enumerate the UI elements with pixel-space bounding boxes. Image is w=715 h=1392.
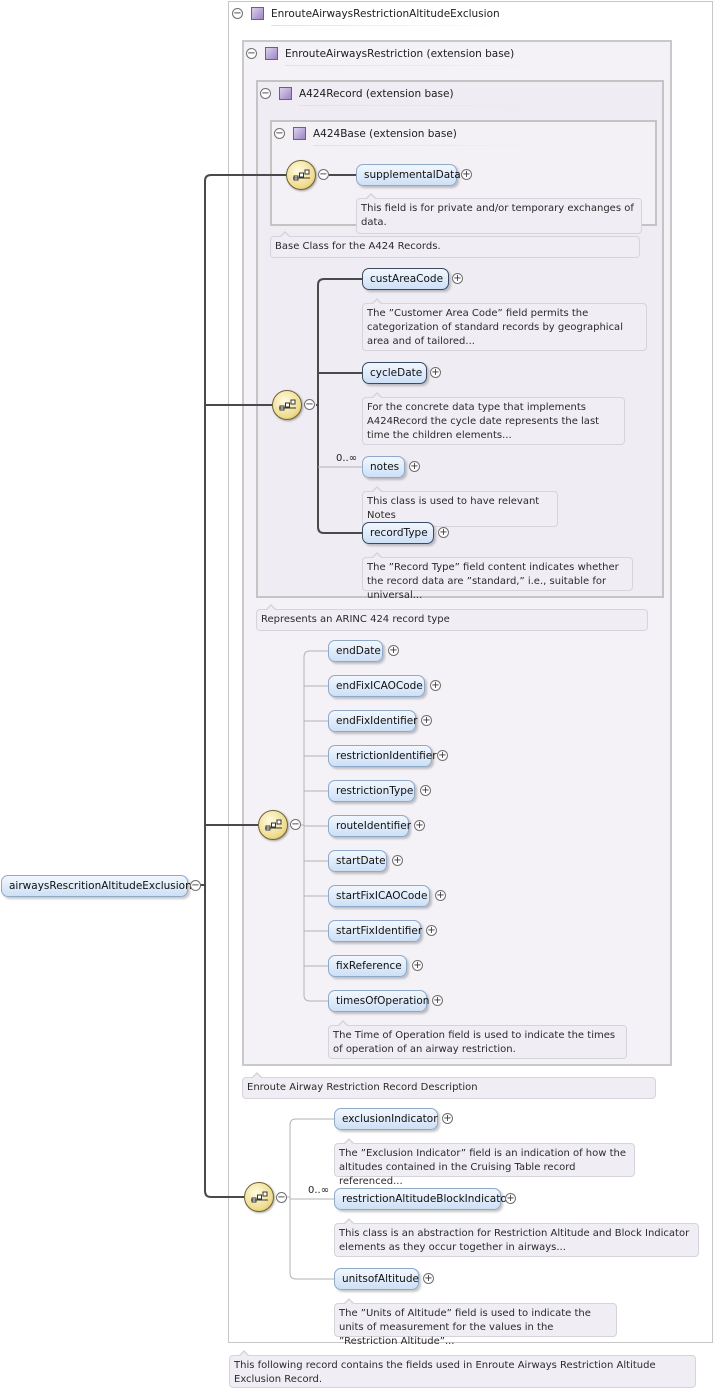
expand-icon[interactable]: + xyxy=(426,925,437,936)
header-underline xyxy=(299,105,559,106)
collapse-icon[interactable]: − xyxy=(246,48,257,59)
sequence-compositor-icon[interactable] xyxy=(258,810,288,840)
type-title: A424Base (extension base) xyxy=(313,128,457,140)
expand-icon[interactable]: + xyxy=(505,1193,516,1204)
annotation-cycle-date: For the concrete data type that implemen… xyxy=(362,392,625,445)
element-start-fix-identifier[interactable]: startFixIdentifier xyxy=(328,920,422,942)
type-title: EnrouteAirwaysRestrictionAltitudeExclusi… xyxy=(271,8,500,20)
type-title: EnrouteAirwaysRestriction (extension bas… xyxy=(285,48,515,60)
collapse-icon[interactable]: − xyxy=(290,819,301,830)
element-end-date[interactable]: endDate xyxy=(328,640,383,662)
collapse-icon[interactable]: − xyxy=(190,880,201,891)
element-route-identifier[interactable]: routeIdentifier xyxy=(328,815,411,837)
element-cycle-date[interactable]: cycleDate xyxy=(362,362,427,384)
element-restriction-altitude-block-indicator[interactable]: restrictionAltitudeBlockIndicator xyxy=(334,1188,511,1210)
element-times-of-operation[interactable]: timesOfOperation xyxy=(328,990,429,1012)
annotation-exclusion-indicator: The ”Exclusion Indicator” field is an in… xyxy=(334,1138,635,1187)
annotation-cust-area-code: The ”Customer Area Code” field permits t… xyxy=(362,298,647,351)
header-underline xyxy=(285,65,565,66)
root-element-airways-restriction-altitude-exclusion[interactable]: airwaysRescritionAltitudeExclusion xyxy=(1,875,192,897)
type-header-level4[interactable]: − A424Base (extension base) xyxy=(274,126,634,146)
annotation-times-of-operation: The Time of Operation field is used to i… xyxy=(328,1020,627,1059)
type-header-level3[interactable]: − A424Record (extension base) xyxy=(260,86,640,106)
collapse-icon[interactable]: − xyxy=(304,399,315,410)
expand-icon[interactable]: + xyxy=(432,995,443,1006)
expand-icon[interactable]: + xyxy=(412,960,423,971)
element-restriction-identifier[interactable]: restrictionIdentifier xyxy=(328,745,437,767)
element-restriction-type[interactable]: restrictionType xyxy=(328,780,415,802)
element-supplemental-data[interactable]: supplementalData xyxy=(356,164,461,186)
expand-icon[interactable]: + xyxy=(442,1113,453,1124)
multiplicity-restriction-altitude-block-indicator: 0..∞ xyxy=(308,1185,330,1196)
sequence-compositor-icon[interactable] xyxy=(272,390,302,420)
complex-type-icon xyxy=(251,7,264,20)
multiplicity-notes: 0..∞ xyxy=(336,453,358,464)
element-start-date[interactable]: startDate xyxy=(328,850,387,872)
complex-type-icon xyxy=(293,127,306,140)
expand-icon[interactable]: + xyxy=(421,715,432,726)
element-end-fix-identifier[interactable]: endFixIdentifier xyxy=(328,710,418,732)
expand-icon[interactable]: + xyxy=(409,461,420,472)
expand-icon[interactable]: + xyxy=(437,750,448,761)
collapse-icon[interactable]: − xyxy=(318,169,329,180)
expand-icon[interactable]: + xyxy=(435,890,446,901)
annotation-root-element: This following record contains the field… xyxy=(229,1350,696,1388)
annotation-record-type: The ”Record Type” field content indicate… xyxy=(362,552,633,601)
collapse-icon[interactable]: − xyxy=(274,128,285,139)
element-end-fix-icao-code[interactable]: endFixICAOCode xyxy=(328,675,425,697)
sequence-compositor-icon[interactable] xyxy=(244,1182,274,1212)
annotation-a424-record: Represents an ARINC 424 record type xyxy=(256,604,648,631)
expand-icon[interactable]: + xyxy=(430,367,441,378)
annotation-supplemental-data: This field is for private and/or tempora… xyxy=(356,193,642,234)
annotation-units-of-altitude: The ”Units of Altitude” field is used to… xyxy=(334,1298,617,1347)
expand-icon[interactable]: + xyxy=(388,645,399,656)
element-units-of-altitude[interactable]: unitsofAltitude xyxy=(334,1268,419,1290)
element-fix-reference[interactable]: fixReference xyxy=(328,955,407,977)
annotation-notes: This class is used to have relevant Note… xyxy=(362,486,558,527)
header-underline xyxy=(313,145,553,146)
complex-type-icon xyxy=(265,47,278,60)
expand-icon[interactable]: + xyxy=(452,273,463,284)
annotation-restriction-altitude-block-indicator: This class is an abstraction for Restric… xyxy=(334,1218,699,1257)
type-header-level1[interactable]: − EnrouteAirwaysRestrictionAltitudeExclu… xyxy=(232,6,632,26)
element-notes[interactable]: notes xyxy=(362,456,405,478)
collapse-icon[interactable]: − xyxy=(276,1192,287,1203)
expand-icon[interactable]: + xyxy=(392,855,403,866)
element-start-fix-icao-code[interactable]: startFixICAOCode xyxy=(328,885,430,907)
header-underline xyxy=(271,25,501,26)
expand-icon[interactable]: + xyxy=(461,169,472,180)
collapse-icon[interactable]: − xyxy=(232,8,243,19)
element-record-type[interactable]: recordType xyxy=(362,522,434,544)
expand-icon[interactable]: + xyxy=(430,680,441,691)
collapse-icon[interactable]: − xyxy=(260,88,271,99)
complex-type-icon xyxy=(279,87,292,100)
type-header-level2[interactable]: − EnrouteAirwaysRestriction (extension b… xyxy=(246,46,646,66)
expand-icon[interactable]: + xyxy=(423,1273,434,1284)
expand-icon[interactable]: + xyxy=(438,527,449,538)
annotation-enroute-airways-restriction: Enroute Airway Restriction Record Descri… xyxy=(242,1072,656,1099)
type-title: A424Record (extension base) xyxy=(299,88,454,100)
element-cust-area-code[interactable]: custAreaCode xyxy=(362,268,449,290)
expand-icon[interactable]: + xyxy=(420,785,431,796)
element-exclusion-indicator[interactable]: exclusionIndicator xyxy=(334,1108,438,1130)
expand-icon[interactable]: + xyxy=(414,820,425,831)
sequence-compositor-icon[interactable] xyxy=(286,160,316,190)
annotation-a424-base: Base Class for the A424 Records. xyxy=(270,231,640,258)
